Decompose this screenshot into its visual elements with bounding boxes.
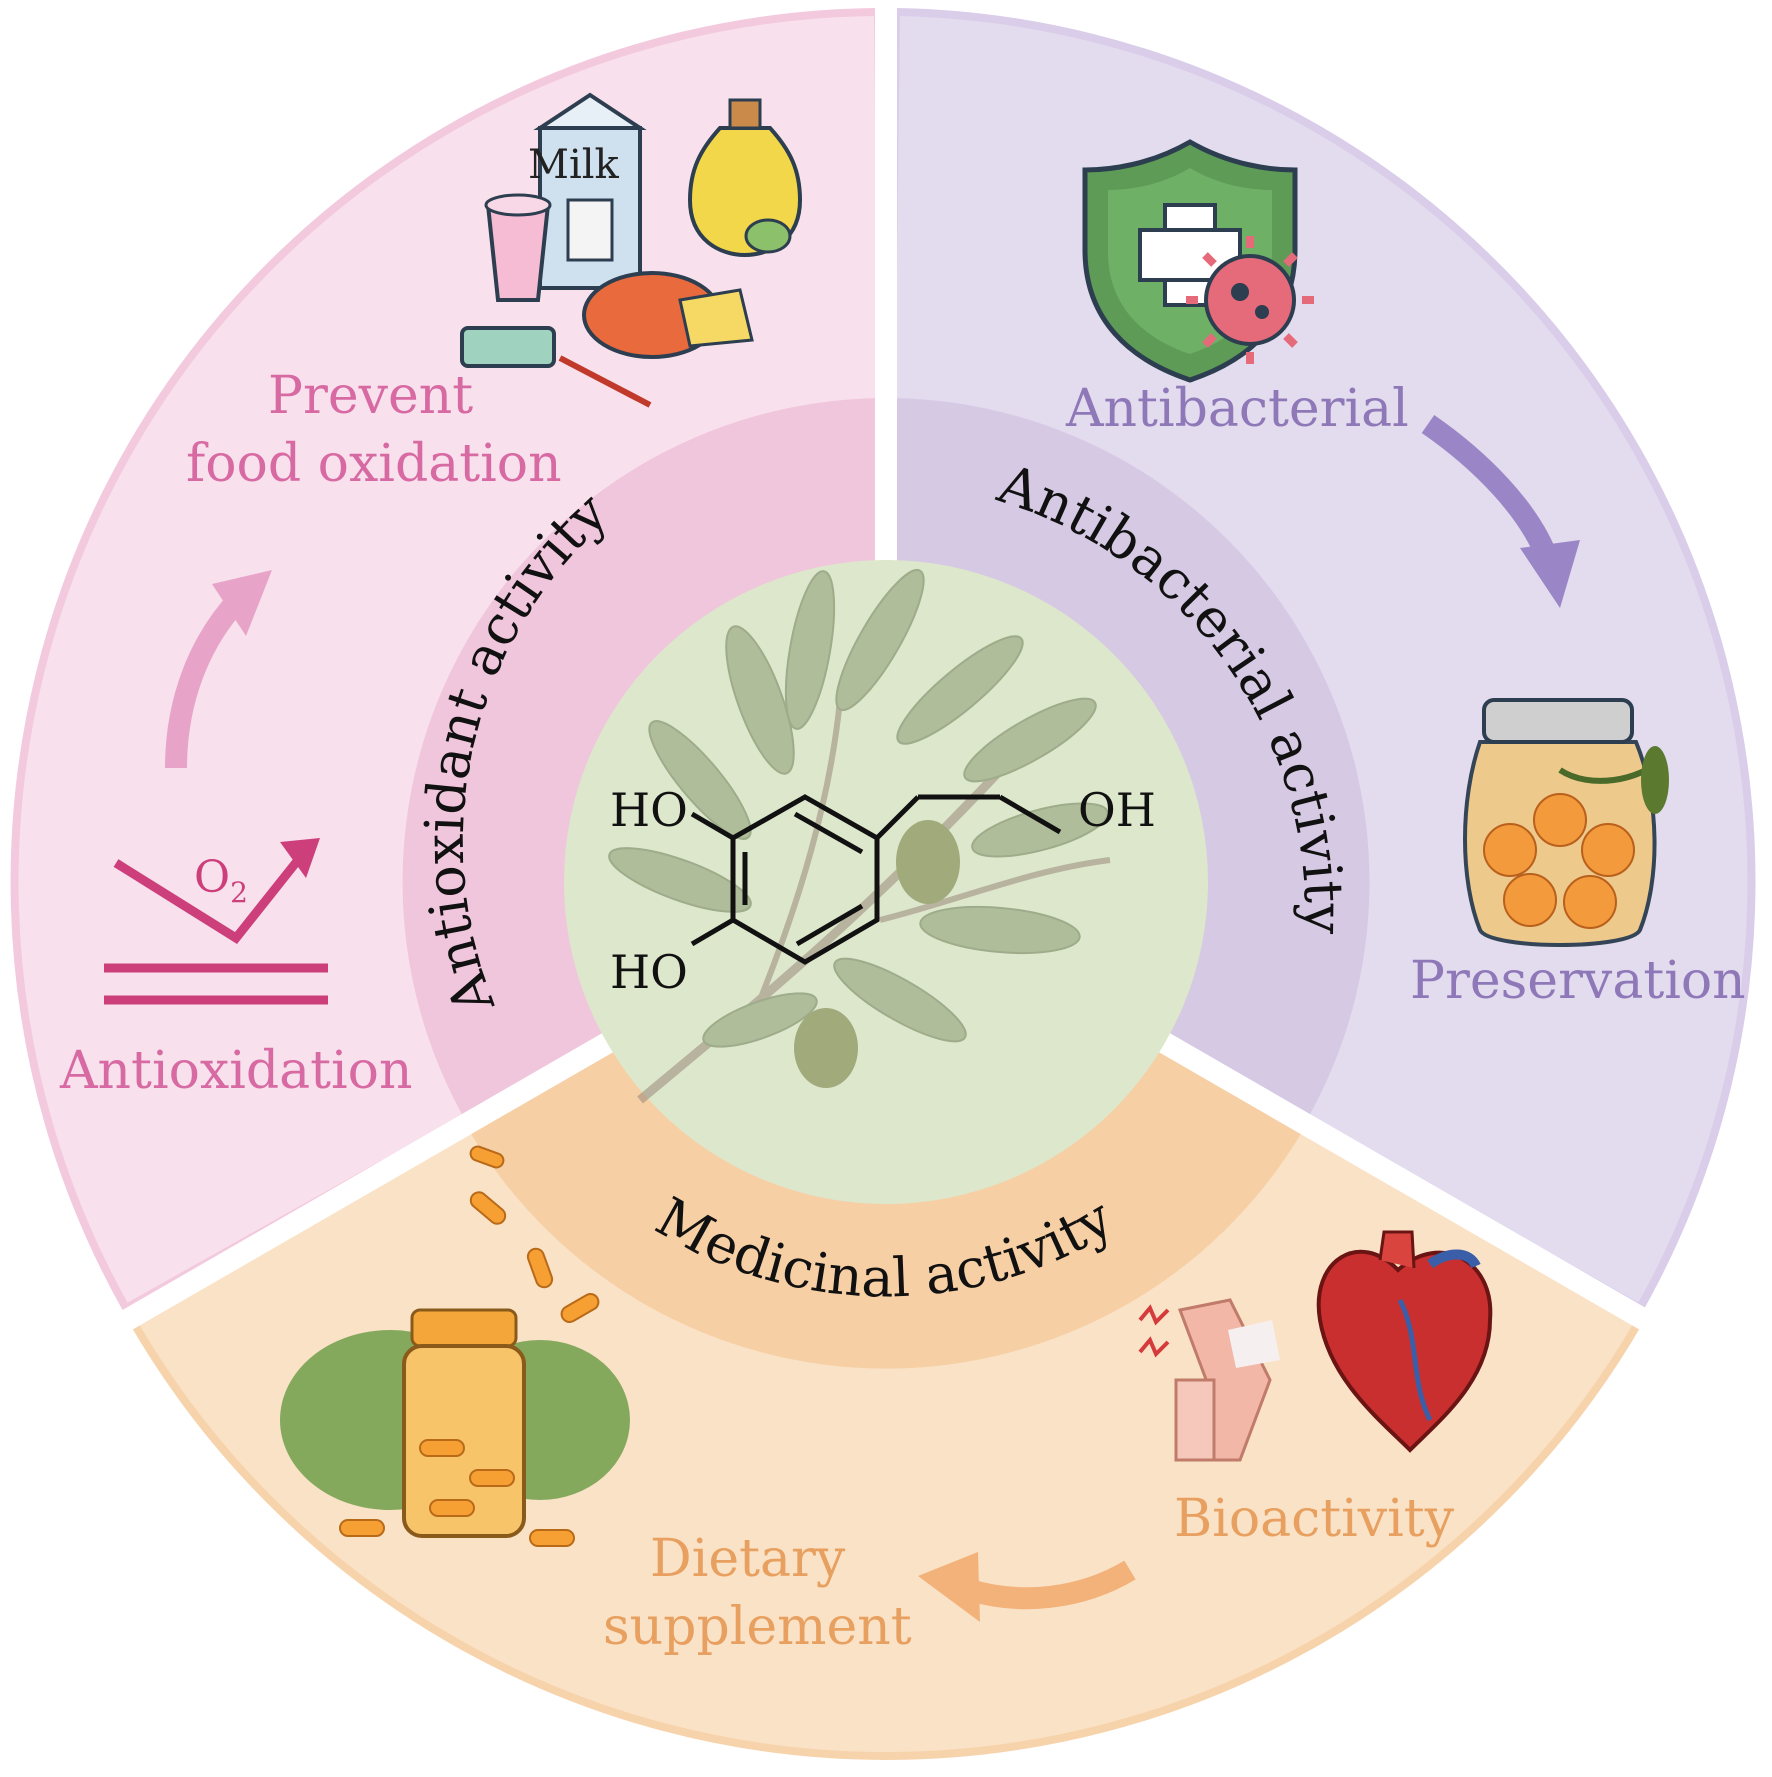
molecule-oh: OH bbox=[1078, 783, 1156, 837]
label-bioactivity: Bioactivity bbox=[1174, 1489, 1455, 1549]
label-prevent: Prevent bbox=[268, 366, 473, 426]
label-dietary: Dietary bbox=[650, 1529, 846, 1589]
olive-branch-icon bbox=[608, 569, 1111, 1104]
up-arrow-icon bbox=[165, 570, 272, 769]
supplement-bottle-icon bbox=[280, 1145, 630, 1547]
shield-bacteria-icon bbox=[1082, 139, 1314, 383]
knee-joint-icon bbox=[1138, 1298, 1280, 1462]
food-products-icon: Milk bbox=[460, 92, 803, 408]
label-antibacterial: Antibacterial bbox=[1065, 379, 1409, 439]
left-arrow-icon bbox=[918, 1552, 1136, 1622]
label-food-oxidation: food oxidation bbox=[186, 434, 562, 494]
label-antioxidation: Antioxidation bbox=[59, 1041, 412, 1101]
down-arrow-icon bbox=[1421, 414, 1580, 608]
label-supplement: supplement bbox=[603, 1597, 912, 1657]
heart-icon bbox=[1316, 1230, 1493, 1453]
preserved-fruit-jar-icon bbox=[1463, 698, 1669, 947]
o2-label: O2 bbox=[194, 852, 248, 909]
antioxidation-symbol-icon bbox=[104, 838, 328, 1005]
milk-carton-text: Milk bbox=[528, 142, 620, 188]
molecule-ho-top: HO bbox=[610, 783, 688, 837]
molecule-ho-bottom: HO bbox=[610, 945, 688, 999]
label-preservation: Preservation bbox=[1410, 951, 1746, 1011]
hydroxytyrosol-structure bbox=[690, 794, 1062, 965]
